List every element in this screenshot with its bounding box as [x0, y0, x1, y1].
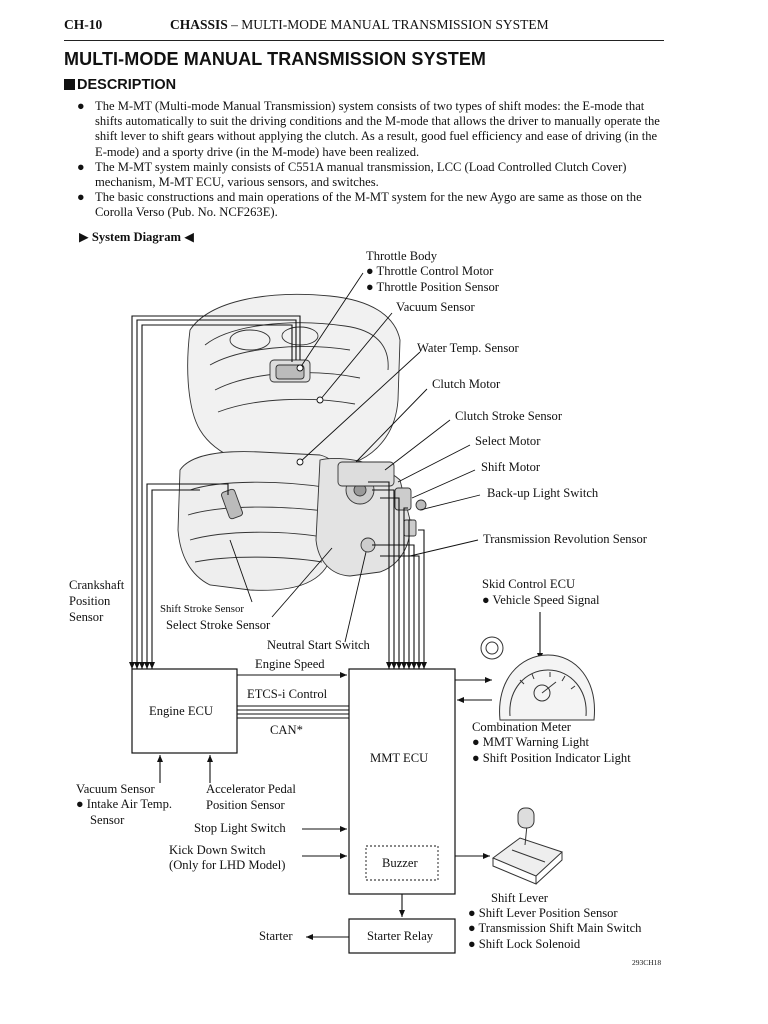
section-heading: DESCRIPTION [64, 77, 176, 93]
label-intake-air-temp-line2: Sensor [90, 813, 125, 827]
label-kick-down-switch-line2: (Only for LHD Model) [169, 858, 285, 872]
label-combination-meter: Combination Meter [472, 720, 572, 734]
label-mmt-ecu: MMT ECU [370, 751, 428, 765]
ecu-connections [157, 612, 543, 940]
label-crankshaft-line3: Sensor [69, 610, 104, 624]
starter-relay-box [348, 918, 456, 954]
label-shift-lever: Shift Lever [491, 891, 549, 905]
running-head: CHASSIS – MULTI-MODE MANUAL TRANSMISSION… [170, 17, 549, 33]
label-clutch-stroke-sensor: Clutch Stroke Sensor [455, 409, 563, 423]
label-shift-position-indicator-light: ● Shift Position Indicator Light [472, 751, 631, 765]
label-stop-light-switch: Stop Light Switch [194, 821, 286, 835]
label-shift-lock-solenoid: ● Shift Lock Solenoid [468, 937, 581, 951]
combination-meter-illustration [480, 636, 595, 721]
bullet-icon: ● [77, 99, 85, 113]
label-vacuum-sensor-bottom: Vacuum Sensor [76, 782, 156, 796]
buzzer-box [365, 845, 439, 881]
label-crankshaft-line2: Position [69, 594, 111, 608]
label-skid-control-ecu: Skid Control ECU [482, 577, 575, 591]
system-diagram-heading-text: System Diagram [91, 230, 182, 244]
component-markers [296, 364, 324, 466]
label-shift-stroke-sensor: Shift Stroke Sensor [160, 603, 244, 615]
label-select-motor: Select Motor [475, 434, 541, 448]
triangle-right-icon: ▶ [79, 230, 92, 244]
system-diagram-heading: ▶ System Diagram ◀ [79, 229, 194, 245]
page-title: MULTI-MODE MANUAL TRANSMISSION SYSTEM [64, 49, 487, 69]
engine-ecu-box [131, 668, 238, 754]
header-rule [64, 40, 664, 41]
wire-arrowheads [129, 662, 427, 669]
label-crankshaft-line1: Crankshaft [69, 578, 125, 592]
page-number: CH-10 [64, 17, 103, 32]
label-clutch-motor: Clutch Motor [432, 377, 501, 391]
label-throttle-body: Throttle Body [366, 249, 438, 263]
running-head-rest: – MULTI-MODE MANUAL TRANSMISSION SYSTEM [227, 17, 549, 32]
label-mmt-warning-light: ● MMT Warning Light [472, 735, 590, 749]
label-backup-light-switch: Back-up Light Switch [487, 486, 599, 500]
running-head-section: CHASSIS [170, 17, 228, 32]
label-throttle-control-motor: ● Throttle Control Motor [366, 264, 494, 278]
label-select-stroke-sensor: Select Stroke Sensor [166, 618, 271, 632]
label-kick-down-switch-line1: Kick Down Switch [169, 843, 266, 857]
label-leaders [229, 272, 481, 643]
bullet-icon: ● [77, 190, 85, 205]
label-neutral-start-switch: Neutral Start Switch [267, 638, 371, 652]
label-intake-air-temp-line1: ● Intake Air Temp. [76, 797, 172, 811]
label-accelerator-pedal-line2: Position Sensor [206, 798, 286, 812]
label-shift-lever-position-sensor: ● Shift Lever Position Sensor [468, 906, 618, 920]
label-etcs-i-control: ETCS-i Control [247, 687, 328, 701]
label-buzzer: Buzzer [382, 856, 418, 870]
description-list: ● The M-MT (Multi-mode Manual Transmissio… [74, 99, 670, 221]
label-engine-speed: Engine Speed [255, 657, 325, 671]
label-shift-motor: Shift Motor [481, 460, 541, 474]
label-vacuum-sensor-top: Vacuum Sensor [396, 300, 476, 314]
triangle-left-icon: ◀ [181, 230, 194, 244]
wire-harness [131, 315, 425, 669]
label-starter: Starter [259, 929, 293, 943]
figure-code: 293CH18 [632, 958, 661, 967]
description-item: ● The basic constructions and main operat… [74, 190, 670, 220]
label-transmission-shift-main-switch: ● Transmission Shift Main Switch [468, 921, 642, 935]
shift-lever-illustration [491, 807, 563, 885]
square-bullet-icon [64, 79, 75, 90]
label-can: CAN* [270, 723, 303, 737]
description-text: The M-MT system mainly consists of C551A… [95, 159, 627, 190]
description-text: The M-MT (Multi-mode Manual Transmission… [95, 99, 660, 159]
bullet-icon: ● [77, 159, 85, 174]
label-throttle-position-sensor: ● Throttle Position Sensor [366, 280, 500, 294]
label-starter-relay: Starter Relay [367, 929, 434, 943]
label-accelerator-pedal-line1: Accelerator Pedal [206, 782, 296, 796]
label-water-temp-sensor: Water Temp. Sensor [417, 341, 520, 355]
description-text: The basic constructions and main operati… [95, 190, 642, 220]
section-heading-text: DESCRIPTION [77, 77, 177, 93]
label-transmission-revolution-sensor: Transmission Revolution Sensor [483, 532, 648, 546]
description-item: ● The M-MT (Multi-mode Manual Transmissio… [74, 99, 670, 160]
label-vehicle-speed-signal: ● Vehicle Speed Signal [482, 593, 600, 607]
label-engine-ecu: Engine ECU [149, 704, 213, 718]
description-item: ● The M-MT system mainly consists of C551… [74, 160, 670, 190]
